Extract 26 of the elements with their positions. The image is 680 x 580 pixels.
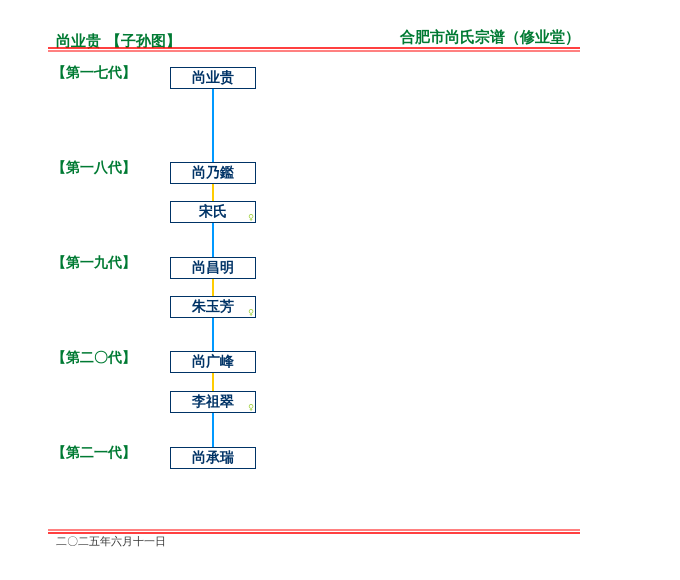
person-name: 朱玉芳 (192, 300, 234, 314)
generation-label: 【第二〇代】 (52, 351, 136, 365)
person-name: 尚承瑞 (192, 451, 234, 465)
female-sign: ♀ (248, 404, 254, 412)
person-box (170, 162, 256, 184)
person-box (170, 296, 256, 318)
person-box (170, 201, 256, 223)
person-box (170, 447, 256, 469)
female-sign: ♀ (248, 214, 254, 222)
person-box (170, 67, 256, 89)
header-text: 合肥市尚氏宗谱（修业堂） (400, 30, 580, 45)
generation-label: 【第一八代】 (52, 161, 136, 175)
generation-label: 【第一七代】 (52, 66, 136, 80)
person-name: 李祖翠 (192, 395, 234, 409)
generation-label: 【第二一代】 (52, 446, 136, 460)
person-name: 尚乃鑑 (192, 166, 234, 180)
female-sign: ♀ (248, 309, 254, 317)
person-name: 尚业贵 (192, 71, 234, 85)
generation-label: 【第一九代】 (52, 256, 136, 270)
date-text: 二〇二五年六月十一日 (56, 536, 166, 547)
person-box (170, 257, 256, 279)
person-name: 尚广峰 (192, 355, 234, 369)
person-name: 尚昌明 (192, 261, 234, 275)
person-name: 宋氏 (199, 205, 227, 219)
person-box (170, 351, 256, 373)
person-box (170, 391, 256, 413)
